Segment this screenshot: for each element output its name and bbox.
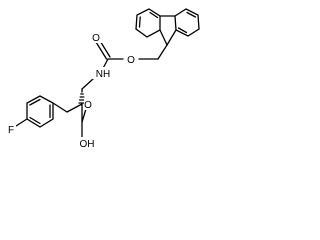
fluorenyl-group <box>135 8 200 46</box>
alpha-c-benzyl-bond <box>66 103 83 113</box>
fluorene-right-ring-double-1 <box>186 11 197 18</box>
benzyl-ch2-ring-bond <box>52 102 68 113</box>
fluorene-c9-right <box>166 29 177 46</box>
ester-oxygen-label: O <box>127 55 135 66</box>
fluorine-label: F <box>8 125 14 136</box>
atom-labels: O O NH O OH F <box>6 32 139 150</box>
fluorophenyl-ring <box>15 95 54 128</box>
nh-ch2-bond <box>81 78 94 90</box>
carbamate-c-o-double-a <box>95 41 108 60</box>
phenyl-double-1 <box>29 98 41 106</box>
stereo-hash-bond <box>78 88 86 104</box>
phenyl-ring <box>26 95 54 128</box>
c-f-bond <box>15 118 28 127</box>
hydroxyl-label: OH <box>80 139 95 150</box>
amine-nh-label: NH <box>96 69 110 80</box>
carbonyl-oxygen-label: O <box>92 33 100 44</box>
carboxyl-c-o-double-a <box>81 108 87 123</box>
fluorene-c9-left <box>159 29 168 46</box>
phenyl-double-2 <box>29 116 41 125</box>
acid-oxygen-label: O <box>84 100 92 111</box>
fluorene-left-ring-double-2 <box>149 11 159 19</box>
structure-diagram: O O NH O OH F <box>6 8 200 150</box>
amino-acid-backbone <box>52 78 94 140</box>
fluorene-left-ring-double-1 <box>138 16 141 28</box>
fluorene-right-ring-double-2 <box>177 27 188 34</box>
c9-ch2-bond <box>157 44 168 60</box>
